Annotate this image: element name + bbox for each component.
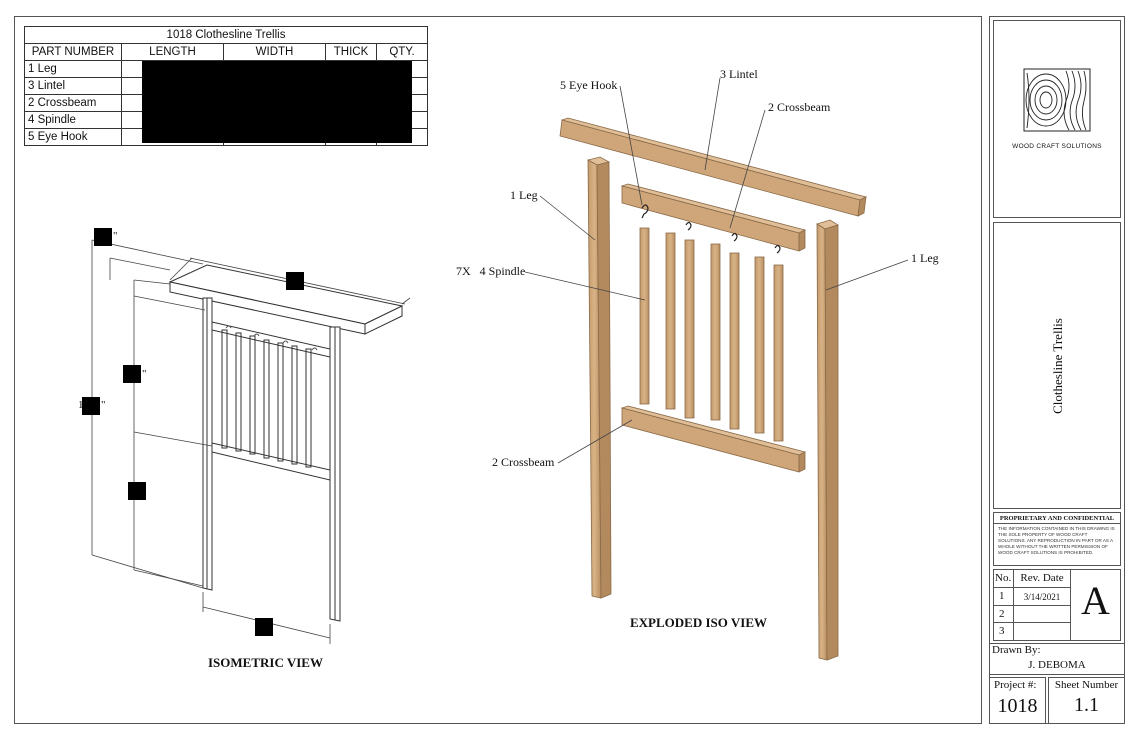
callout-crossbeam-top: 2 Crossbeam	[768, 100, 831, 114]
isometric-view-title: ISOMETRIC VIEW	[208, 655, 323, 670]
callout-lintel: 3 Lintel	[720, 67, 758, 81]
revision-letter: A	[1070, 569, 1121, 641]
callout-eye-hook: 5 Eye Hook	[560, 78, 618, 92]
callout-leg-right: 1 Leg	[911, 251, 939, 265]
logo-cell: WOOD CRAFT SOLUTIONS	[993, 20, 1121, 218]
rev-date	[1013, 622, 1071, 641]
dimension-redaction	[286, 272, 304, 290]
bom-redaction	[142, 61, 412, 143]
bom-header: QTY.	[376, 43, 428, 61]
drawn-by-cell: Drawn By: J. DEBOMA	[989, 643, 1125, 675]
proprietary-text: THE INFORMATION CONTAINED IN THIS DRAWIN…	[998, 526, 1115, 555]
wood-craft-logo	[1023, 68, 1091, 132]
dimension-redaction	[82, 397, 100, 415]
dimension-fragment-prefix: 1	[78, 399, 84, 411]
drawn-by-name: J. DEBOMA	[1028, 659, 1086, 671]
dimension-redaction	[94, 228, 112, 246]
rev-date: 3/14/2021	[1013, 587, 1071, 606]
dimension-fragment-mid: "	[142, 368, 147, 380]
company-name: WOOD CRAFT SOLUTIONS	[1012, 143, 1102, 150]
dimension-fragment-total: "	[101, 399, 106, 411]
dimension-fragment-top: "	[113, 230, 118, 242]
drawing-title-cell: Clothesline Trellis	[993, 222, 1121, 509]
bom-part: 5 Eye Hook	[24, 128, 122, 146]
sheet-cell: Sheet Number 1.1	[1048, 677, 1125, 724]
bom-header: THICK	[325, 43, 377, 61]
rev-date	[1013, 605, 1071, 623]
callout-spindle: 7X 4 Spindle	[456, 264, 526, 278]
dimension-redaction	[123, 365, 141, 383]
drawn-by-label: Drawn By:	[992, 644, 1041, 656]
project-label: Project #:	[994, 679, 1037, 691]
rev-no: 1	[993, 587, 1014, 606]
sheet-number: 1.1	[1074, 694, 1099, 716]
bom-header-row: PART NUMBER LENGTH WIDTH THICK QTY.	[24, 43, 428, 61]
exploded-view-title: EXPLODED ISO VIEW	[630, 615, 768, 630]
proprietary-cell: PROPRIETARY AND CONFIDENTIAL THE INFORMA…	[993, 512, 1121, 566]
callout-leg-left: 1 Leg	[510, 188, 538, 202]
rev-no: 3	[993, 622, 1014, 641]
drawing-frame	[14, 16, 982, 724]
proprietary-heading: PROPRIETARY AND CONFIDENTIAL	[994, 515, 1120, 524]
callout-crossbeam-bottom: 2 Crossbeam	[492, 455, 555, 469]
rev-header-no: No.	[993, 569, 1014, 588]
dimension-redaction	[255, 618, 273, 636]
drawing-title: Clothesline Trellis	[1050, 318, 1065, 414]
rev-header-date: Rev. Date	[1013, 569, 1071, 588]
sheet-label: Sheet Number	[1054, 679, 1119, 691]
dimension-redaction	[128, 482, 146, 500]
rev-no: 2	[993, 605, 1014, 623]
bom-part: 4 Spindle	[24, 111, 122, 129]
project-number: 1018	[997, 695, 1038, 717]
project-cell: Project #: 1018	[989, 677, 1046, 724]
bom-header: PART NUMBER	[24, 43, 122, 61]
